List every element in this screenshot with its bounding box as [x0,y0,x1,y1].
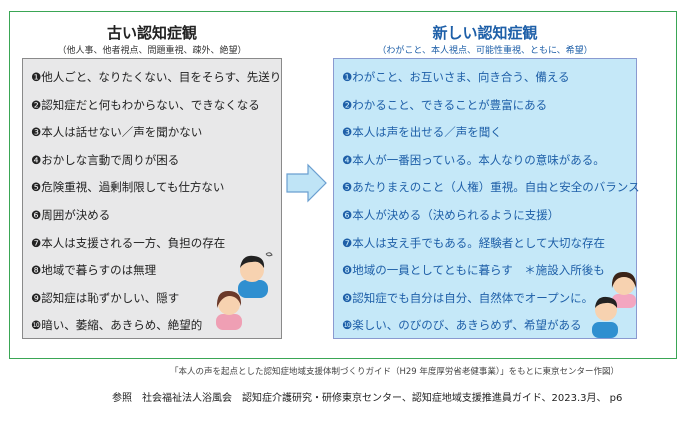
old-view-item: ❺危険重視、過剰制限しても仕方ない [31,180,225,195]
new-view-item: ❸本人は声を出せる／声を聞く [342,125,502,140]
new-view-item: ❷わかること、できることが豊富にある [342,97,548,112]
old-view-item: ❾認知症は恥ずかしい、隠す [31,290,180,305]
new-view-title: 新しい認知症観 [432,24,538,42]
new-view-item: ❾認知症でも自分は自分、自然体でオープンに。 [342,290,594,305]
new-view-item: ❿楽しい、のびのび、あきらめず、希望がある [342,318,582,333]
happy-man-illustration [592,296,618,338]
sad-woman-illustration [216,290,242,330]
worried-man-illustration [238,252,273,298]
old-view-title: 古い認知症観 [106,24,197,42]
new-view-item: ❻本人が決める（決められるように支援） [342,207,560,222]
new-view-box: ❶わがこと、お互いさま、向き合う、備える ❷わかること、できることが豊富にある … [333,58,640,339]
old-view-item: ❽地域で暮らすのは無理 [31,263,157,278]
old-view-item: ❻周囲が決める [31,207,111,222]
new-view-item: ❺あたりまえのこと（人権）重視。自由と安全のバランス [342,180,640,195]
old-view-item: ❸本人は話せない／声を聞かない [31,125,203,140]
reference-citation: 参照 社会福祉法人浴風会 認知症介護研究・研修東京センター、認知症地域支援推進員… [112,393,623,404]
old-view-item: ❷認知症だと何もわからない、できなくなる [31,97,260,112]
old-view-item: ❹おかしな言動で周りが困る [31,152,180,167]
right-arrow-icon [286,163,327,203]
old-view-item: ❼本人は支援される一方、負担の存在 [31,235,226,250]
new-view-item: ❼本人は支え手でもある。経験者として大切な存在 [342,235,605,250]
new-view-item: ❹本人が一番困っている。本人なりの意味がある。 [342,152,605,167]
new-view-subtitle: （わがこと、本人視点、可能性重視、ともに、希望） [377,46,593,56]
figure-frame [9,11,677,359]
old-view-item: ❿暗い、萎縮、あきらめ、絶望的 [31,318,203,333]
old-view-subtitle: （他人事、他者視点、問題重視、疎外、絶望） [57,46,247,56]
happy-woman-illustration [611,271,637,308]
new-view-item: ❽地域の一員としてともに暮らす ＊施設入所後も [342,263,605,278]
new-view-item: ❶わがこと、お互いさま、向き合う、備える [342,70,570,84]
old-view-item: ❶他人ごと、なりたくない、目をそらす、先送り [31,70,282,84]
source-note: 「本人の声を起点とした認知症地域支援体制づくりガイド（H29 年度厚労省老健事業… [170,367,619,377]
